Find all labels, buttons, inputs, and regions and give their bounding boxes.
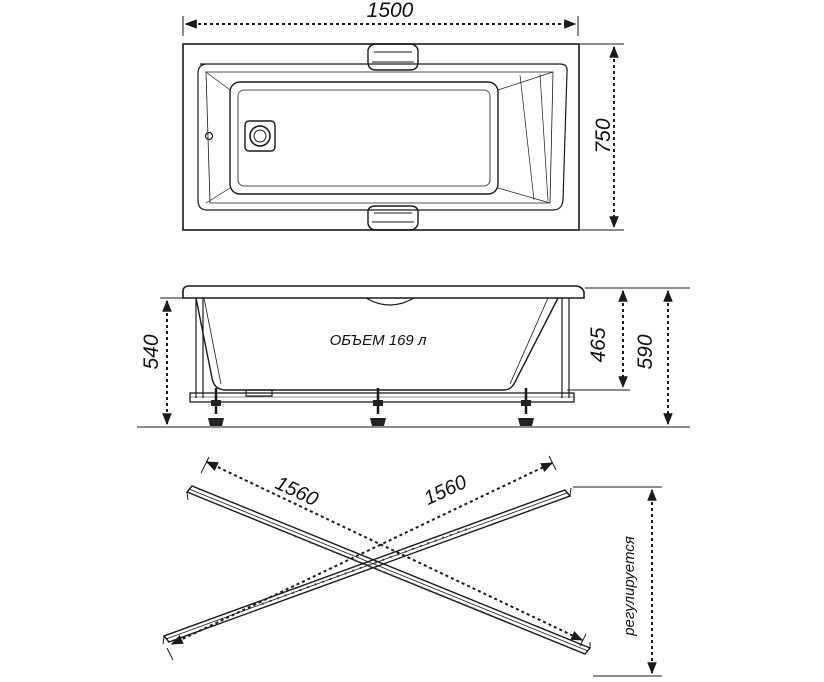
tub-basin-bottom xyxy=(229,81,499,195)
inner-depth-label: 465 xyxy=(587,327,610,362)
inner-depth-dimension: 465 xyxy=(587,289,628,389)
adjustable-leg-icon xyxy=(208,388,224,426)
volume-label: ОБЪЕМ 169 л xyxy=(330,332,427,349)
width-dimension: 1500 xyxy=(182,0,579,36)
total-height-label: 590 xyxy=(634,334,657,369)
adjustable-label: регулируется xyxy=(621,536,638,637)
frame-view: 1560 1560 регулируется xyxy=(162,455,662,677)
diagonal-2-label: 1560 xyxy=(421,471,471,510)
drain-icon xyxy=(244,120,276,152)
left-height-label: 540 xyxy=(140,334,163,369)
adjustable-dimension: регулируется xyxy=(573,486,662,677)
height-dimension: 750 xyxy=(580,43,624,231)
tub-basin-outline xyxy=(197,63,568,211)
width-label: 1500 xyxy=(367,0,414,22)
handle-icon xyxy=(367,43,419,71)
tub-side-rim xyxy=(182,285,585,299)
left-height-dimension: 540 xyxy=(140,297,190,426)
diagonal-2-dimension: 1560 xyxy=(166,455,557,661)
top-view: 1500 750 xyxy=(182,0,624,231)
side-view: ОБЪЕМ 169 л 540 465 590 xyxy=(137,285,690,428)
height-label: 750 xyxy=(592,118,615,153)
diagonal-1-dimension: 1560 xyxy=(200,456,587,647)
adjustable-leg-icon xyxy=(370,388,386,426)
adjustable-leg-icon xyxy=(518,388,534,426)
overflow-icon xyxy=(204,131,214,141)
frame-rail xyxy=(162,487,572,645)
tub-side-body xyxy=(195,297,559,391)
diagonal-1-label: 1560 xyxy=(272,472,322,511)
handle-icon xyxy=(367,205,419,231)
total-height-dimension: 590 xyxy=(634,289,673,426)
